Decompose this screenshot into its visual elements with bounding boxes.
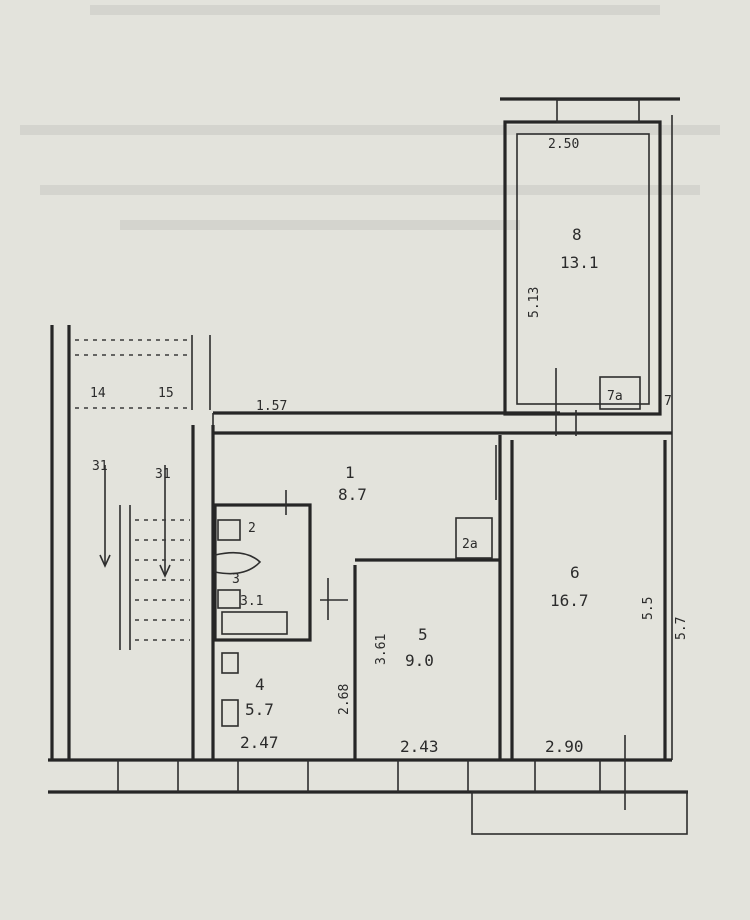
dim-room6-depth: 5.5 (641, 597, 656, 620)
dim-room5-depth: 3.61 (374, 634, 389, 665)
dim-right-side: 5.7 (674, 617, 689, 640)
wc-num: 2 (248, 521, 256, 536)
stair-flight-b: 31 (155, 467, 171, 482)
dim-bottom-a: 2.47 (240, 733, 279, 752)
room-big-area: 16.7 (550, 591, 589, 610)
stair-num-b: 15 (158, 386, 174, 401)
stair-flight-a: 31 (92, 459, 108, 474)
room-bath-num: 3 (232, 572, 240, 587)
room-big-num: 6 (570, 563, 580, 582)
interior-partitions (353, 435, 667, 760)
dimension-labels: 2.50 5.13 2.47 2.43 2.90 3.61 2.68 5.5 5… (90, 137, 689, 756)
paper-bleed (20, 5, 720, 230)
room-corridor-num: 1 (345, 463, 355, 482)
closet-top-label: 7a (607, 389, 623, 404)
room-top-num: 8 (572, 225, 582, 244)
top-room-walls (500, 97, 680, 760)
bathroom-block (213, 490, 348, 727)
dim-mid-partition: 1.57 (256, 399, 287, 414)
seven-label: 7 (664, 394, 672, 409)
room-bath-area: 3.1 (240, 594, 263, 609)
dim-top-width: 2.50 (548, 137, 579, 152)
upper-corridor-wall (212, 368, 672, 436)
dim-kitchen-depth: 2.68 (337, 684, 352, 715)
bottom-wall (48, 735, 688, 835)
room-mid-area: 9.0 (405, 651, 434, 670)
room-kitchen-area: 5.7 (245, 700, 274, 719)
room-top-area: 13.1 (560, 253, 599, 272)
dim-bottom-b: 2.43 (400, 737, 439, 756)
stair-num-a: 14 (90, 386, 106, 401)
room-mid-num: 5 (418, 625, 428, 644)
room-corridor-area: 8.7 (338, 485, 367, 504)
room-labels: 8 13.1 6 16.7 5 9.0 1 8.7 4 5.7 3 3.1 (232, 225, 599, 719)
stairwell (50, 325, 215, 760)
dim-bottom-c: 2.90 (545, 737, 584, 756)
dim-top-length: 5.13 (527, 287, 542, 318)
room-kitchen-num: 4 (255, 675, 265, 694)
closet-label: 2a (462, 537, 478, 552)
